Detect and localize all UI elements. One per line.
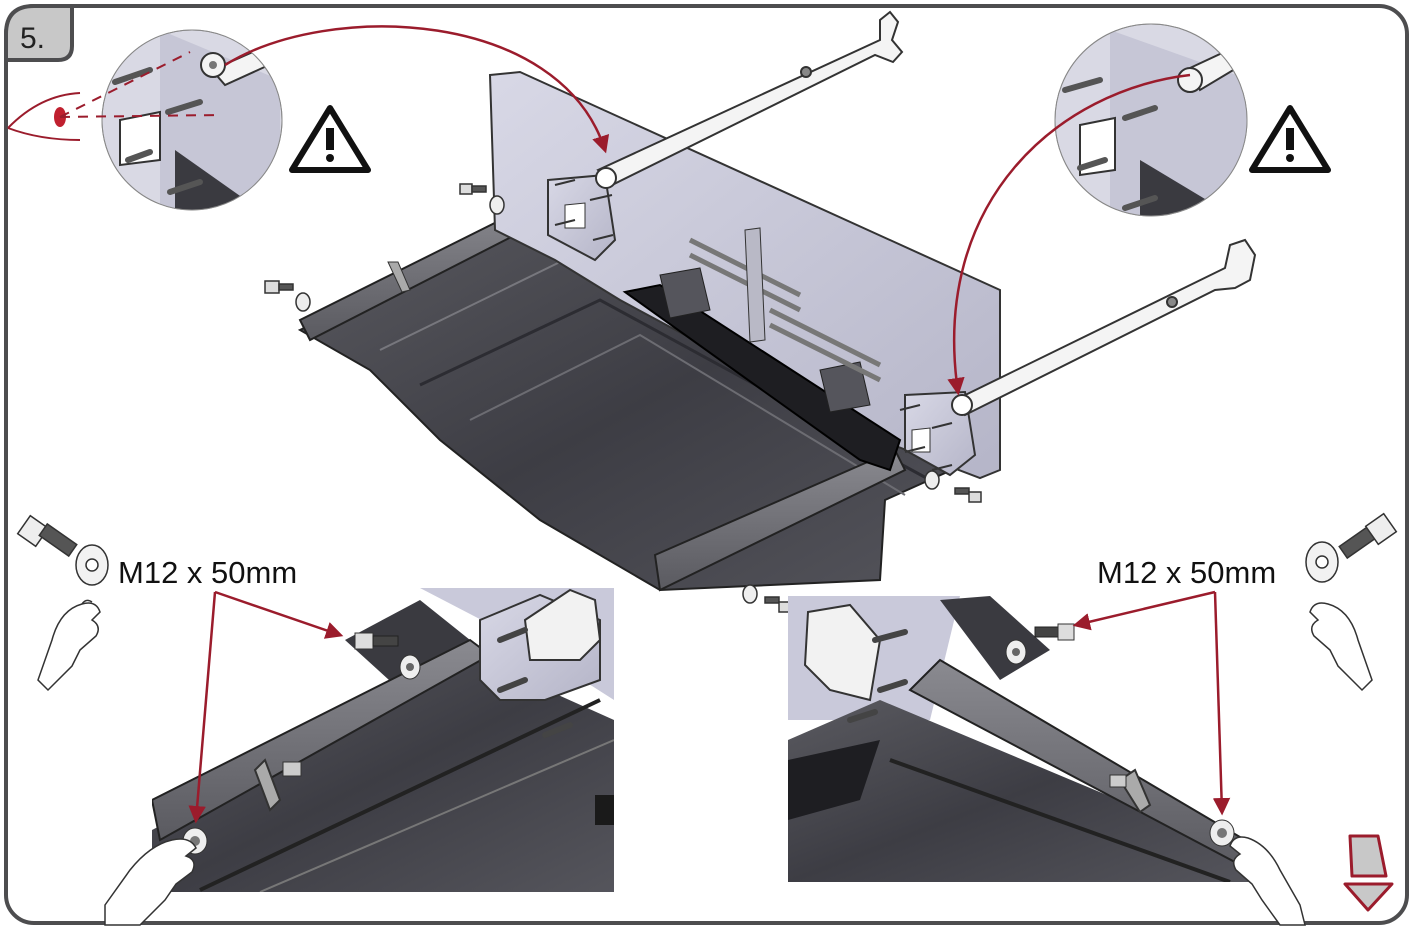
inset-left: [152, 588, 614, 892]
bolt-washer-icon: [1305, 512, 1398, 583]
main-assembly: [264, 10, 1257, 613]
guide-channel: [622, 283, 902, 472]
arm-right: [951, 238, 1257, 417]
bolt-size-label-right: M12 x 50mm: [1097, 555, 1276, 590]
loose-bolt-left: [264, 280, 311, 312]
label-arrows-left: [188, 590, 344, 824]
bolt-size-label-left: M12 x 50mm: [118, 555, 297, 590]
loose-bolt-right: [924, 470, 982, 503]
warning-triangle-icon: [289, 105, 371, 173]
hand-icon: [1309, 602, 1373, 692]
loose-bolt-back: [459, 183, 505, 215]
bolt-washer-icon: [16, 514, 109, 586]
hand-icon: [1229, 836, 1306, 926]
warning-triangle-icon: [1249, 105, 1331, 173]
zoom-detail-left: [101, 29, 283, 211]
arm-left: [595, 10, 904, 189]
next-page-icon[interactable]: [1343, 834, 1394, 912]
eye-icon: [7, 51, 221, 141]
hand-icon: [104, 838, 197, 926]
label-arrows-right: [1072, 590, 1231, 816]
arrow-right-zoom: [947, 73, 1191, 396]
hand-icon: [37, 599, 101, 692]
arrow-left-zoom: [224, 25, 610, 154]
inset-right: [788, 596, 1262, 882]
step-number: 5.: [20, 22, 45, 55]
zoom-detail-right: [1054, 23, 1248, 217]
rail-front: [653, 448, 907, 592]
step-badge: 5.: [4, 4, 74, 62]
